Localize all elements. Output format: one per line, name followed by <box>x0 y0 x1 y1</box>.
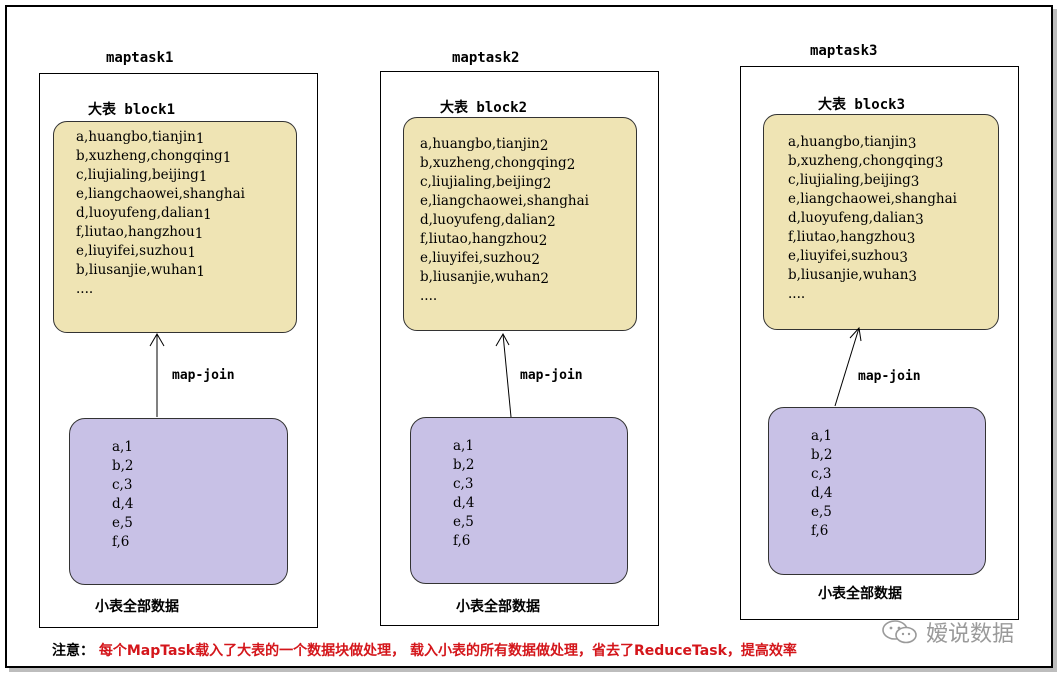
small-table-block: a,1 b,2 c,3 d,4 e,5 f,6 <box>768 407 986 575</box>
block-title: 大表 block2 <box>440 100 528 116</box>
big-table-row: a,huangbo,tianjin2 <box>420 136 549 154</box>
big-table-row: d,luoyufeng,dalian3 <box>788 210 924 228</box>
small-table-row: b,2 <box>453 457 475 473</box>
big-table-row: e,liuyifei,suzhou2 <box>420 250 540 268</box>
big-table-row: b,xuzheng,chongqing2 <box>420 155 576 173</box>
big-table-row: a,huangbo,tianjin3 <box>788 134 917 152</box>
small-table-label: 小表全部数据 <box>95 599 179 615</box>
small-table-row: a,1 <box>811 428 832 444</box>
maptask-title: maptask1 <box>106 50 174 66</box>
small-table-row: f,6 <box>112 534 130 550</box>
map-join-arrow <box>149 333 165 417</box>
small-table-row: a,1 <box>112 439 133 455</box>
big-table-row: c,liujialing,beijing2 <box>420 174 552 192</box>
small-table-row: b,2 <box>811 447 833 463</box>
big-table-row: e,liuyifei,suzhou3 <box>788 248 908 266</box>
small-table-block: a,1 b,2 c,3 d,4 e,5 f,6 <box>69 418 288 585</box>
big-table-row: b,xuzheng,chongqing1 <box>76 148 232 166</box>
big-table-row: b,xuzheng,chongqing3 <box>788 153 944 171</box>
big-table-row: e,liangchaowei,shanghai <box>420 193 589 209</box>
small-table-row: d,4 <box>112 496 134 512</box>
big-table-row: b,liusanjie,wuhan2 <box>420 269 549 287</box>
map-join-label: map-join <box>858 369 921 384</box>
small-table-row: c,3 <box>112 477 133 493</box>
big-table-row: b,liusanjie,wuhan1 <box>76 262 205 280</box>
big-table-row: f,liutao,hangzhou3 <box>788 229 916 247</box>
big-table-row: c,liujialing,beijing1 <box>76 167 208 185</box>
big-table-row: e,liuyifei,suzhou1 <box>76 243 196 261</box>
small-table-block: a,1 b,2 c,3 d,4 e,5 f,6 <box>410 417 628 584</box>
big-table-row: .... <box>76 281 94 297</box>
map-join-arrow <box>495 332 512 418</box>
big-table-row: d,luoyufeng,dalian1 <box>76 205 212 223</box>
watermark-text: 嫒说数据 <box>926 622 1015 647</box>
small-table-row: b,2 <box>112 458 134 474</box>
small-table-row: d,4 <box>453 495 475 511</box>
big-table-row: .... <box>788 286 806 302</box>
small-table-row: e,5 <box>453 514 474 530</box>
watermark: 嫒说数据 <box>880 616 1014 648</box>
big-table-block: a,huangbo,tianjin3 b,xuzheng,chongqing3 … <box>763 114 999 330</box>
maptask-title: maptask2 <box>452 50 520 66</box>
map-join-label: map-join <box>172 368 235 383</box>
big-table-row: .... <box>420 288 438 304</box>
small-table-label: 小表全部数据 <box>818 586 902 602</box>
small-table-row: e,5 <box>811 504 832 520</box>
big-table-row: e,liangchaowei,shanghai <box>788 191 957 207</box>
note: 注意： 每个MapTask载入了大表的一个数据块做处理， 载入小表的所有数据做处… <box>52 640 797 660</box>
small-table-row: f,6 <box>453 533 471 549</box>
small-table-row: c,3 <box>811 466 832 482</box>
big-table-row: a,huangbo,tianjin1 <box>76 129 205 147</box>
big-table-row: e,liangchaowei,shanghai <box>76 186 245 202</box>
big-table-row: f,liutao,hangzhou1 <box>76 224 204 242</box>
note-text: 每个MapTask载入了大表的一个数据块做处理， 载入小表的所有数据做处理，省去… <box>98 643 797 659</box>
big-table-block: a,huangbo,tianjin1 b,xuzheng,chongqing1 … <box>53 121 297 333</box>
big-table-row: c,liujialing,beijing3 <box>788 172 920 190</box>
big-table-row: f,liutao,hangzhou2 <box>420 231 548 249</box>
map-join-label: map-join <box>520 368 583 383</box>
small-table-label: 小表全部数据 <box>456 599 540 615</box>
wechat-icon <box>882 620 917 644</box>
note-label: 注意： <box>52 643 94 659</box>
map-join-arrow <box>834 326 862 407</box>
small-table-row: d,4 <box>811 485 833 501</box>
small-table-row: a,1 <box>453 438 474 454</box>
big-table-row: b,liusanjie,wuhan3 <box>788 267 917 285</box>
block-title: 大表 block3 <box>818 97 906 113</box>
small-table-row: c,3 <box>453 476 474 492</box>
small-table-row: e,5 <box>112 515 133 531</box>
big-table-block: a,huangbo,tianjin2 b,xuzheng,chongqing2 … <box>403 117 637 331</box>
maptask-title: maptask3 <box>810 43 878 59</box>
big-table-row: d,luoyufeng,dalian2 <box>420 212 556 230</box>
small-table-row: f,6 <box>811 523 829 539</box>
block-title: 大表 block1 <box>88 102 176 118</box>
